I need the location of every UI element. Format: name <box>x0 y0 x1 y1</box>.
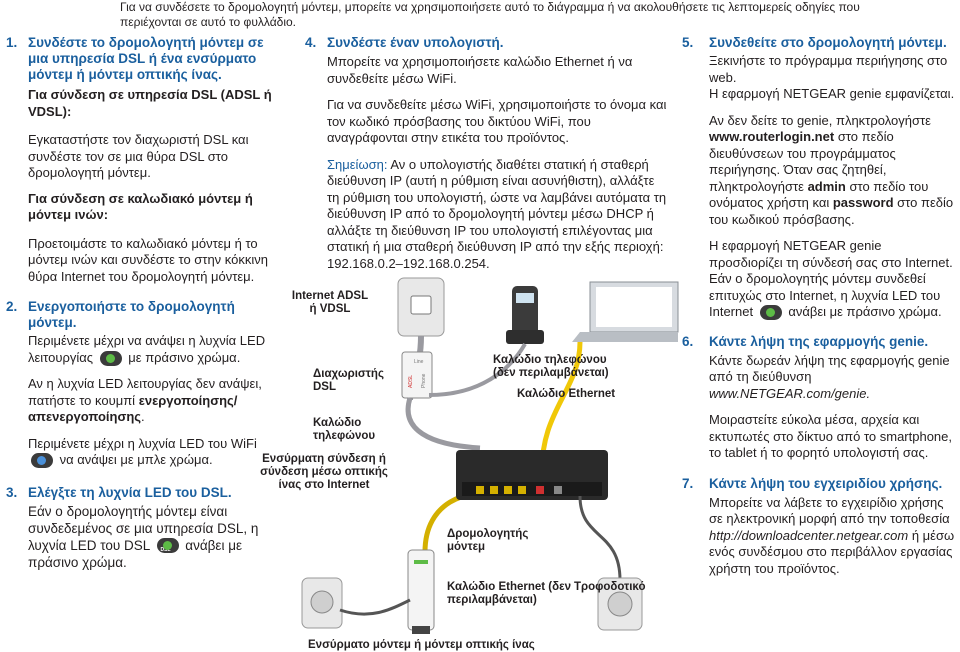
step-6-text-2: Μοιραστείτε εύκολα μέσα, αρχεία και εκτυ… <box>709 412 953 460</box>
step-7-text: Μπορείτε να λάβετε το εγχειρίδιο χρήσης … <box>709 495 957 578</box>
step-6-number: 6. <box>682 333 694 349</box>
step-2-text-2: Αν η λυχνία LED λειτουργίας δεν ανάψει, … <box>28 376 262 425</box>
power-socket-icon <box>597 577 643 631</box>
router-icon <box>456 450 608 500</box>
step-4-number: 4. <box>305 35 317 50</box>
label-ethernet-not-included: Καλώδιο Ethernet (δεν περιλαμβάνεται) <box>447 581 571 606</box>
label-ethernet-cable: Καλώδιο Ethernet <box>517 388 616 400</box>
step-1-title: Συνδέστε το δρομολογητή μόντεμ σε μια υπ… <box>28 35 264 82</box>
step-4-title: Συνδέστε έναν υπολογιστή. <box>327 35 504 50</box>
step-2-heading: 2. Ενεργοποιήστε το δρομολογητή μόντεμ. <box>6 299 274 331</box>
step-1-dsl-subheading: Για σύνδεση σε υπηρεσία DSL (ADSL ή VDSL… <box>28 87 272 119</box>
downloadcenter-link[interactable]: http://downloadcenter.netgear.com <box>709 527 909 543</box>
dsl-led-icon: DSL <box>156 538 179 554</box>
admin-username: admin <box>807 178 846 194</box>
step-5-heading: 5. Συνδεθείτε στο δρομολογητή μόντεμ. <box>682 35 957 51</box>
internet-led-icon <box>759 305 782 321</box>
power-cable <box>578 495 622 581</box>
step-4-heading: 4. Συνδέστε έναν υπολογιστή. <box>305 35 670 51</box>
step-1-number: 1. <box>6 35 18 50</box>
step-2-text-3a: Περιμένετε μέχρι η λυχνία LED του WiFi <box>28 435 257 451</box>
telephone-icon <box>506 286 544 344</box>
step-7-title: Κάντε λήψη του εγχειριδίου χρήσης. <box>709 475 943 491</box>
step-4-text-1: Μπορείτε να χρησιμοποιήσετε καλώδιο Ethe… <box>327 54 633 86</box>
splitter-line-label: Line <box>414 359 424 365</box>
step-5-text-3d: στο πεδίο του κωδικού πρόσβασης. <box>709 195 954 227</box>
step-4-note: Σημείωση: Αν ο υπολογιστής διαθέτει στατ… <box>327 157 670 273</box>
step-2-text-3: Περιμένετε μέχρι η λυχνία LED του WiFi ν… <box>28 436 274 469</box>
step-5-text-3a: Αν δεν δείτε το genie, πληκτρολογήστε <box>709 112 931 128</box>
step-2-text-2a: Αν η λυχνία LED λειτουργίας δεν ανάψει, … <box>28 376 262 408</box>
label-router-modem: Δρομολογητής μόντεμ <box>447 528 529 553</box>
step-3-text-a: Εάν ο δρομολογητής μόντεμ είναι συνδεδεμ… <box>28 503 259 553</box>
step-5-text-3: Αν δεν δείτε το genie, πληκτρολογήστε ww… <box>709 113 957 229</box>
splitter-adsl-label: ADSL <box>408 375 414 388</box>
step-7-text-2: ή μέσω ενός συνδέσμου στο περιβάλλον εργ… <box>709 527 955 576</box>
step-3-number: 3. <box>6 484 18 500</box>
wifi-led-icon <box>31 453 53 469</box>
step-2-power-button-text: ενεργοποίησης/απενεργοποίησης <box>28 392 238 425</box>
dsl-cable-to-router <box>405 397 481 451</box>
step-6-text-1a: Κάντε δωρεάν λήψη της εφαρμογής genie απ… <box>709 352 950 385</box>
step-5-text-3b: στο πεδίο διευθύνσεων του προγράμματος π… <box>709 129 896 194</box>
step-2-title: Ενεργοποιήστε το δρομολογητή μόντεμ. <box>28 299 235 330</box>
step-4-note-label: Σημείωση: <box>327 156 388 172</box>
dsl-wall-socket-icon <box>397 277 445 337</box>
step-5-text-4a: Η εφαρμογή NETGEAR genie προσδιορίζει τη… <box>709 238 953 319</box>
label-phone-cable: Καλώδιο τηλεφώνου <box>313 417 376 442</box>
step-1-heading: 1. Συνδέστε το δρομολογητή μόντεμ σε μια… <box>6 35 274 83</box>
label-phone-cable-not-included: Καλώδιο τηλεφώνου (δεν περιλαμβάνεται) <box>493 354 609 379</box>
connection-diagram: Line Phone ADSL <box>301 277 679 634</box>
step-5-text-3c: στο πεδίο του ονόματος χρήστη και <box>709 178 929 211</box>
step-3-text-b: ανάβει με πράσινο χρώμα. <box>28 537 242 570</box>
step-3-text: Εάν ο δρομολογητής μόντεμ είναι συνδεδεμ… <box>28 503 274 571</box>
phone-cable <box>428 342 527 397</box>
step-2-text-1: Περιμένετε μέχρι να ανάψει η λυχνία LED … <box>28 333 274 366</box>
step-4-text-2: Για να συνδεθείτε μέσω WiFi, χρησιμοποιή… <box>327 97 667 145</box>
dsl-splitter-icon: Line Phone ADSL <box>401 351 433 399</box>
step-5-number: 5. <box>682 35 694 50</box>
column-middle: 4. Συνδέστε έναν υπολογιστή. Μπορείτε να… <box>305 35 670 272</box>
default-password: password <box>832 195 894 210</box>
step-5-title: Συνδεθείτε στο δρομολογητή μόντεμ. <box>709 35 947 50</box>
column-right: 5. Συνδεθείτε στο δρομολογητή μόντεμ. Ξε… <box>682 35 957 577</box>
step-1-cable-text: Προετοιμάστε το καλωδιακό μόντεμ ή το μό… <box>28 235 268 284</box>
label-internet-adsl: Internet ADSL ή VDSL <box>291 290 369 315</box>
step-5-text-4: Η εφαρμογή NETGEAR genie προσδιορίζει τη… <box>709 238 957 321</box>
column-left: 1. Συνδέστε το δρομολογητή μόντεμ σε μια… <box>6 35 274 571</box>
step-2-text-1a: Περιμένετε μέχρι να ανάψει η λυχνία LED … <box>28 333 266 365</box>
step-5-text-1: Ξεκινήστε το πρόγραμμα περιήγησης στο we… <box>709 53 948 85</box>
dsl-led-label: DSL <box>160 547 171 554</box>
label-fiber-modem: Ενσύρματο μόντεμ ή μόντεμ οπτικής ίνας <box>308 639 535 651</box>
step-1-cable-subheading: Για σύνδεση σε καλωδιακό μόντεμ ή μόντεμ… <box>28 190 253 223</box>
label-wired-connection: Ενσύρματη σύνδεση ή σύνδεση μέσω οπτικής… <box>260 453 388 491</box>
fiber-modem-icon <box>407 549 435 634</box>
step-7-heading: 7. Κάντε λήψη του εγχειριδίου χρήσης. <box>682 476 957 492</box>
step-6-heading: 6. Κάντε λήψη της εφαρμογής genie. <box>682 334 957 350</box>
label-dsl-splitter: Διαχωριστής DSL <box>313 368 384 393</box>
step-5-text-2: Η εφαρμογή NETGEAR genie εμφανίζεται. <box>709 86 955 101</box>
step-3-title: Ελέγξτε τη λυχνία LED του DSL. <box>28 484 232 500</box>
genie-link[interactable]: www.NETGEAR.com/genie. <box>709 385 871 401</box>
step-7-text-1: Μπορείτε να λάβετε το εγχειρίδιο χρήσης … <box>709 494 950 527</box>
power-led-icon <box>99 350 122 366</box>
laptop-icon <box>572 281 679 342</box>
intro-text: Για να συνδέσετε το δρομολογητή μόντεμ, … <box>120 0 860 29</box>
step-5-text-4b: ανάβει με πράσινο χρώμα. <box>788 304 942 319</box>
step-2-text-1b: με πράσινο χρώμα. <box>128 349 241 365</box>
step-2-number: 2. <box>6 299 18 314</box>
step-6-text-1: Κάντε δωρεάν λήψη της εφαρμογής genie απ… <box>709 353 957 403</box>
step-7-number: 7. <box>682 475 694 491</box>
step-1-dsl-text: Εγκαταστήστε τον διαχωριστή DSL και συνδ… <box>28 132 249 180</box>
splitter-phone-label: Phone <box>421 373 427 388</box>
routerlogin-link[interactable]: www.routerlogin.net <box>709 129 835 144</box>
step-3-heading: 3. Ελέγξτε τη λυχνία LED του DSL. <box>6 485 274 501</box>
step-2-text-3b: να ανάψει με μπλε χρώμα. <box>59 452 213 467</box>
step-6-title: Κάντε λήψη της εφαρμογής genie. <box>709 333 929 349</box>
modem-power-socket-icon <box>301 577 343 629</box>
step-4-note-text: Αν ο υπολογιστής διαθέτει στατική ή σταθ… <box>327 156 667 271</box>
label-power-supply: Τροφοδοτικό <box>574 581 646 593</box>
modem-power-cable <box>339 598 411 616</box>
